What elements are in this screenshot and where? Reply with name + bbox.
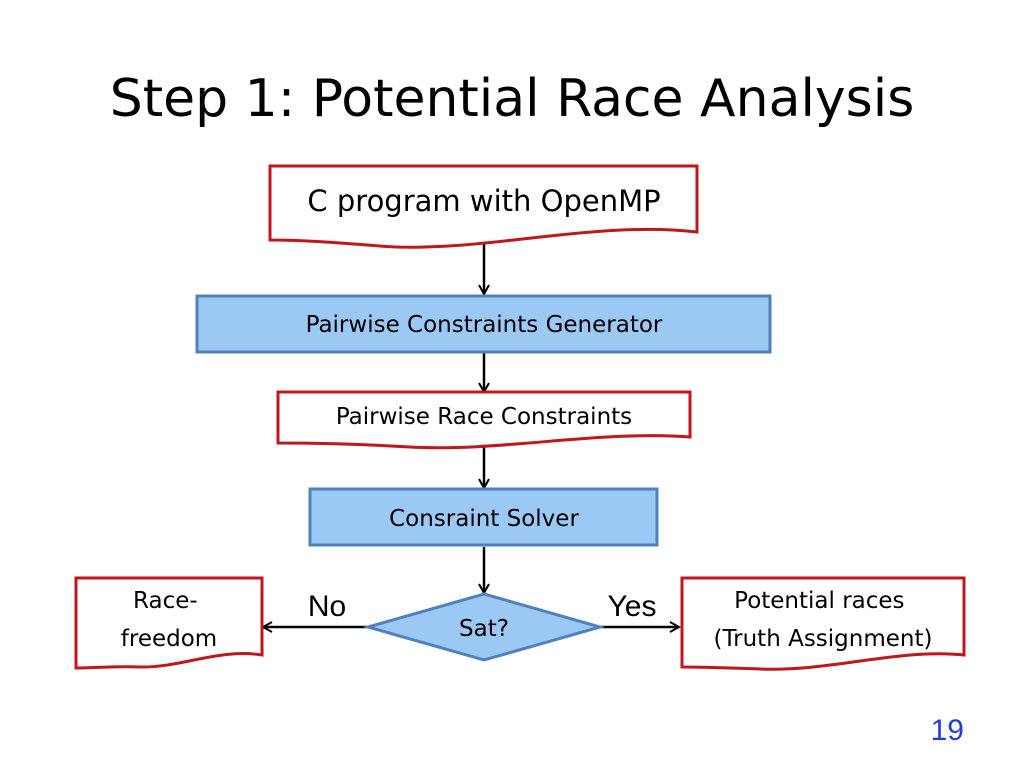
generator-process-label: Pairwise Constraints Generator bbox=[306, 312, 663, 338]
page-number: 19 bbox=[930, 714, 964, 747]
potential-races-document-shape bbox=[680, 576, 966, 671]
input-document-shape bbox=[268, 164, 699, 249]
race-freedom-label: Race- freedom bbox=[121, 588, 217, 652]
decision-diamond bbox=[362, 592, 606, 662]
constraints-document-label: Pairwise Race Constraints bbox=[336, 404, 632, 430]
solver-process-label: Consraint Solver bbox=[389, 506, 579, 532]
constraints-document-shape bbox=[276, 390, 692, 450]
race-freedom-document-shape bbox=[74, 576, 264, 670]
yes-edge-label: Yes bbox=[608, 590, 657, 623]
slide-title: Step 1: Potential Race Analysis bbox=[109, 69, 915, 129]
decision-label: Sat? bbox=[459, 616, 509, 642]
potential-races-label-line-2: (Truth Assignment) bbox=[714, 626, 933, 652]
race-freedom-label-line-1: Race- bbox=[133, 588, 198, 614]
no-edge-label: No bbox=[308, 590, 346, 623]
potential-races-label-line-1: Potential races bbox=[734, 588, 904, 614]
potential-races-label: Potential races (Truth Assignment) bbox=[714, 588, 933, 652]
solver-process-box bbox=[308, 487, 659, 547]
race-freedom-label-line-2: freedom bbox=[121, 626, 217, 652]
generator-process-box bbox=[195, 294, 772, 354]
input-document-label: C program with OpenMP bbox=[307, 184, 660, 218]
